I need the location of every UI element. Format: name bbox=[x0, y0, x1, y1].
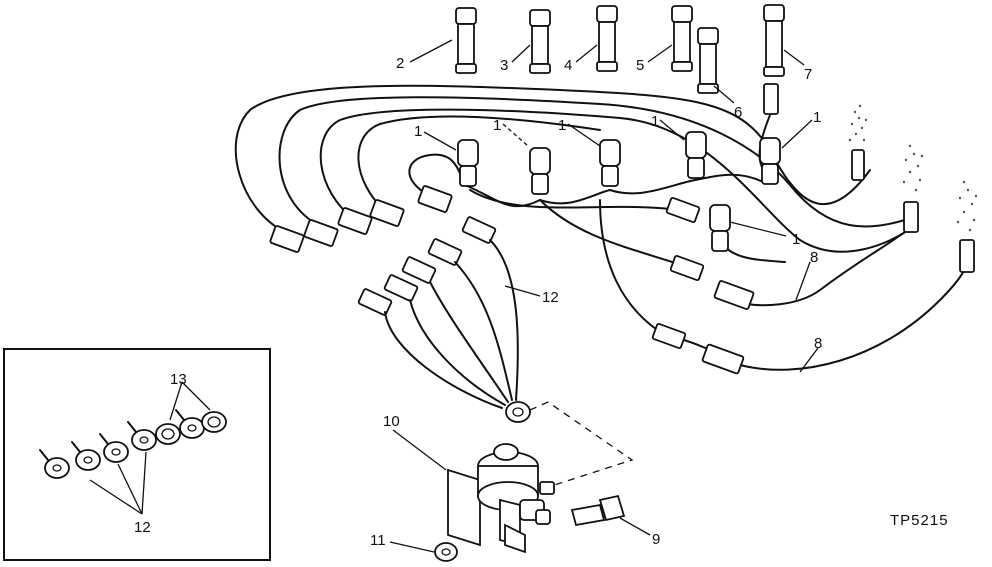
callout-9: 9 bbox=[652, 531, 660, 548]
connector-bundle-12 bbox=[357, 216, 531, 423]
stippled-terminals bbox=[848, 104, 978, 232]
callout-6: 6 bbox=[734, 104, 742, 121]
glow-plug-4 bbox=[596, 5, 618, 72]
inset-label-13: 13 bbox=[170, 371, 187, 388]
callout-5: 5 bbox=[636, 57, 644, 74]
callout-1b: 1 bbox=[493, 117, 501, 134]
inset-detail: 13 12 bbox=[3, 348, 271, 561]
glow-plug-3 bbox=[529, 9, 551, 74]
callout-4: 4 bbox=[564, 57, 572, 74]
drawing-code: TP5215 bbox=[890, 512, 949, 529]
glow-plug-7 bbox=[763, 4, 785, 77]
terminal-1d bbox=[685, 131, 707, 179]
callout-1a: 1 bbox=[414, 123, 422, 140]
bolt-9 bbox=[570, 494, 626, 527]
inset-leader-lines bbox=[89, 381, 211, 515]
callout-2: 2 bbox=[396, 55, 404, 72]
terminal-1e bbox=[759, 137, 781, 185]
nut-11 bbox=[434, 542, 458, 562]
callout-10: 10 bbox=[383, 413, 400, 430]
callout-1e: 1 bbox=[813, 109, 821, 126]
callout-1f: 1 bbox=[792, 231, 800, 248]
callout-1d: 1 bbox=[651, 113, 659, 130]
terminal-1c bbox=[599, 139, 621, 187]
harness-connectors bbox=[269, 149, 975, 375]
harness-wires bbox=[234, 84, 969, 371]
glow-plug-6 bbox=[697, 27, 719, 94]
inset-ring-terminals bbox=[39, 409, 227, 479]
callout-1c: 1 bbox=[558, 117, 566, 134]
callout-8b: 8 bbox=[814, 335, 822, 352]
solenoid-10 bbox=[447, 443, 555, 554]
callout-leaders bbox=[389, 39, 819, 553]
inset-label-12: 12 bbox=[134, 519, 151, 536]
terminal-1a bbox=[457, 139, 479, 187]
plug-7-connector bbox=[763, 83, 779, 115]
terminal-1f bbox=[709, 204, 731, 252]
glow-plug-5 bbox=[671, 5, 693, 72]
glow-plug-2 bbox=[455, 7, 477, 74]
callout-8a: 8 bbox=[810, 249, 818, 266]
terminal-1b bbox=[529, 147, 551, 195]
callout-11: 11 bbox=[370, 532, 386, 549]
callout-3: 3 bbox=[500, 57, 508, 74]
dashed-leader bbox=[529, 401, 634, 489]
callout-7: 7 bbox=[804, 66, 812, 83]
callout-12: 12 bbox=[542, 289, 559, 306]
